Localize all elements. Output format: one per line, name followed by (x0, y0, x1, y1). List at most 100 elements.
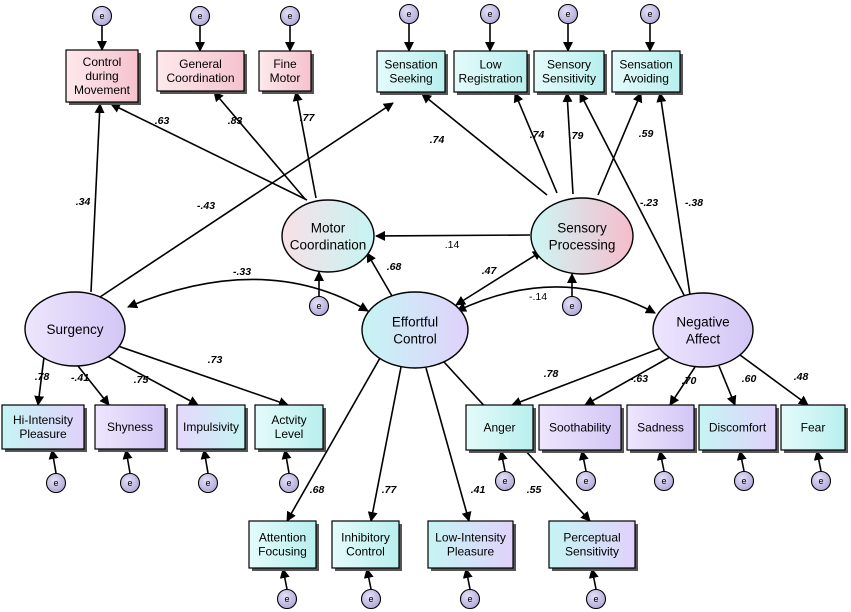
error-term-control-movement: e (91, 5, 113, 27)
box-label-line: Sensation (619, 58, 672, 72)
box-label-line: Shyness (107, 420, 153, 434)
error-circle (308, 295, 330, 317)
coef-sp-seeking: .74 (430, 134, 445, 146)
observed-discomfort: Discomfort (698, 404, 779, 453)
latent-ellipse (652, 292, 754, 368)
box-rect (254, 404, 324, 450)
latent-ellipse (361, 291, 469, 369)
error-label: e (818, 476, 823, 486)
box-rect (453, 50, 528, 93)
error-term-sensation-avoiding: e (639, 3, 661, 25)
error-term-sensation-seeking: e (398, 3, 420, 25)
error-label: e (593, 594, 598, 604)
error-label: e (197, 11, 202, 21)
error-label: e (406, 9, 411, 19)
error-term-fear: e (810, 470, 832, 492)
coef-surg-ec: -.33 (233, 266, 251, 278)
coef-na-sooth: -.63 (630, 373, 648, 385)
error-circle (189, 5, 211, 27)
box-label-line: Coordination (166, 71, 234, 85)
path-effortful-sensory-covariance (455, 250, 543, 306)
path-negative-to-fear (739, 354, 809, 406)
error-label: e (316, 301, 321, 311)
error-label: e (647, 9, 652, 19)
box-rect (1, 404, 85, 450)
error-label: e (565, 9, 570, 19)
error-label: e (467, 594, 472, 604)
coef-surg-shy: -.41 (71, 372, 89, 384)
error-circle (91, 5, 113, 27)
coef-na-disc: .60 (742, 373, 757, 385)
error-circle (119, 472, 141, 494)
error-label: e (99, 11, 104, 21)
error-label: e (287, 11, 292, 21)
error-arrow (281, 449, 292, 474)
path-negative-affect-to-sensory-sensitivity (579, 92, 686, 298)
error-label: e (487, 9, 492, 19)
path-sensory-to-sensation-avoiding (597, 92, 643, 196)
observed-soothability: Soothability (538, 404, 624, 453)
error-term-general-coordination: e (189, 5, 211, 27)
box-label-line: Discomfort (709, 421, 767, 435)
box-rect (698, 404, 777, 451)
box-label-line: Sensation (384, 58, 437, 72)
path-sensory-to-low-registration (513, 92, 558, 194)
latent-ellipse (281, 199, 375, 273)
coef-ec-mc: .68 (387, 261, 402, 273)
coef-mc-control: .63 (155, 115, 170, 127)
coef-ec-na: -.14 (529, 291, 547, 303)
coef-mc-fine: .77 (300, 112, 316, 124)
box-label-line: Anger (483, 421, 515, 435)
path-surgency-to-impulsivity (104, 354, 199, 406)
paths-layer (34, 24, 824, 590)
box-label-line: Actvity (271, 413, 306, 427)
error-label: e (569, 301, 574, 311)
box-label-line: Sensory (547, 58, 591, 72)
path-surgency-effortful-covariance (127, 278, 369, 312)
box-label-line: Low (479, 58, 501, 72)
latent-label-line: Control (393, 332, 437, 347)
box-rect (176, 404, 246, 450)
error-arrow (736, 450, 747, 472)
error-arrow (813, 450, 824, 472)
error-label: e (286, 478, 291, 488)
error-term-sadness: e (653, 470, 675, 492)
box-label-line: Fine (273, 57, 297, 71)
coef-surg-act: .73 (208, 354, 223, 366)
coef-na-sad: .70 (682, 375, 697, 387)
box-label-line: Sadness (637, 421, 684, 435)
box-rect (780, 404, 846, 451)
path-effortful-to-motor (366, 252, 393, 297)
path-sensory-to-sensation-seeking (421, 93, 548, 196)
coef-ec-perceptual: .55 (527, 484, 542, 496)
box-label-line: Sensitivity (565, 545, 619, 559)
coef-ec-inhibitory: .77 (382, 484, 398, 496)
error-term-inhibitory-control: e (360, 588, 382, 610)
box-label-line: Attention (259, 531, 306, 545)
latent-label-line: Negative (676, 315, 729, 330)
box-rect (376, 50, 446, 93)
box-label-line: Pleasure (19, 427, 67, 441)
error-label: e (127, 478, 132, 488)
latent-label-line: Motor (311, 221, 346, 236)
observed-impulsivity: Impulsivity (176, 404, 248, 452)
error-label: e (741, 476, 746, 486)
box-label-line: Control (83, 55, 122, 69)
path-surgency-to-hi-intensity (34, 356, 45, 406)
error-arrow (279, 568, 290, 590)
latent-label-line: Processing (549, 238, 616, 253)
box-label-line: Level (275, 427, 304, 441)
box-rect (248, 520, 317, 569)
observed-fear: Fear (780, 404, 848, 453)
error-circle (494, 470, 516, 492)
box-label-line: Registration (458, 72, 522, 86)
observed-anger: Anger (465, 404, 536, 453)
